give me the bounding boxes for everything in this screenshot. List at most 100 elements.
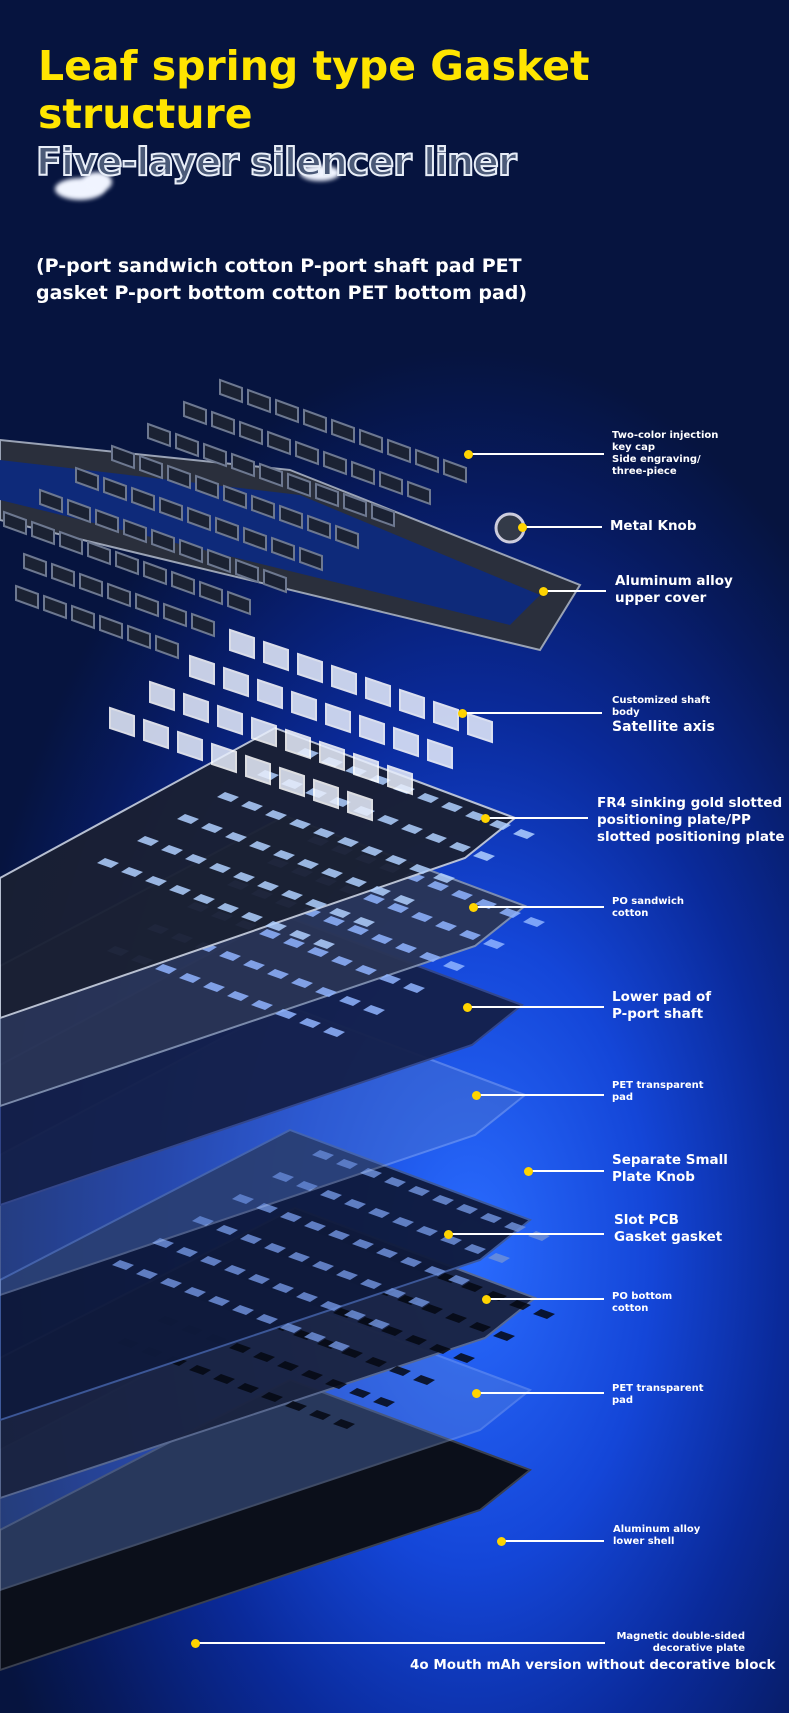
plate-cutout — [272, 1283, 294, 1293]
plate-cutout — [384, 1177, 406, 1187]
keycap — [127, 624, 151, 650]
keycap — [3, 510, 27, 536]
plate-cutout — [429, 1344, 451, 1354]
plate-cutout — [313, 939, 335, 949]
plate-cutout — [469, 1322, 491, 1332]
label-line: Lower pad of — [612, 989, 712, 1005]
keycap — [227, 590, 251, 616]
keycap — [351, 460, 375, 486]
keycap — [159, 496, 183, 522]
keycap — [299, 546, 323, 572]
keycap — [139, 454, 163, 480]
keycap — [155, 634, 179, 660]
leader-line — [467, 1006, 604, 1008]
plate-cutout — [253, 1352, 275, 1362]
keycap — [199, 580, 223, 606]
switch — [319, 740, 345, 772]
plate-cutout — [216, 1225, 238, 1235]
keycap — [407, 480, 431, 506]
plate-cutout — [336, 1159, 358, 1169]
label-line: Side engraving/ — [612, 454, 701, 465]
marker-dot — [463, 1002, 472, 1012]
plate-cutout — [333, 1419, 355, 1429]
keycap — [231, 452, 255, 478]
plate-cutout — [304, 1221, 326, 1231]
keycap — [103, 476, 127, 502]
plate-cutout — [384, 1288, 406, 1298]
plate-cutout — [345, 877, 367, 887]
plate-cutout — [277, 1361, 299, 1371]
keycap — [95, 508, 119, 534]
plate-cutout — [312, 1261, 334, 1271]
plate-cutout — [349, 1388, 371, 1398]
plate-cutout — [185, 854, 207, 864]
switch — [427, 738, 453, 770]
plate-cutout — [435, 921, 457, 931]
leader-line — [473, 906, 604, 908]
label-line: Slot PCB — [614, 1212, 679, 1228]
switch — [217, 704, 243, 736]
plate-cutout — [416, 1226, 438, 1236]
plate-cutout — [219, 951, 241, 961]
keycap — [287, 472, 311, 498]
plate-cutout — [432, 1195, 454, 1205]
plate-cutout — [433, 873, 455, 883]
component-label: Metal Knob — [610, 518, 697, 535]
marker-dot — [464, 449, 473, 459]
switch — [313, 778, 339, 810]
plate-cutout — [339, 996, 361, 1006]
plate-cutout — [296, 1292, 318, 1302]
plate-cutout — [369, 886, 391, 896]
switch — [347, 790, 373, 822]
plate-cutout — [264, 1243, 286, 1253]
switch — [189, 654, 215, 686]
keycap — [307, 514, 331, 540]
keycap — [163, 602, 187, 628]
keycap — [123, 518, 147, 544]
marker-dot — [518, 522, 527, 532]
plate-cutout — [363, 1005, 385, 1015]
keycap — [259, 462, 283, 488]
keycap — [247, 388, 271, 414]
plate-cutout — [281, 890, 303, 900]
plate-cutout — [323, 916, 345, 926]
plate-cutout — [312, 1150, 334, 1160]
label-line: Magnetic double-sided — [616, 1631, 745, 1642]
keycap — [71, 604, 95, 630]
keycap — [135, 592, 159, 618]
label-line: 4o Mouth mAh version without decorative … — [410, 1657, 776, 1673]
keycap — [239, 420, 263, 446]
plate-cutout — [313, 828, 335, 838]
switch — [353, 752, 379, 784]
plate-cutout — [309, 1410, 331, 1420]
aluminum-lower-shell — [0, 1378, 532, 1672]
switch — [263, 640, 289, 672]
plate-cutout — [121, 867, 143, 877]
marker-dot — [539, 586, 548, 596]
switch — [143, 718, 169, 750]
plate-cutout — [405, 1335, 427, 1345]
label-line: PO sandwich — [612, 896, 685, 907]
plate-cutout — [256, 1203, 278, 1213]
leader-line — [476, 1392, 604, 1394]
plate-cutout — [336, 1270, 358, 1280]
label-line: Aluminum alloy — [613, 1524, 701, 1535]
plate-cutout — [353, 917, 375, 927]
plate-cutout — [409, 864, 431, 874]
leader-line — [528, 1170, 604, 1172]
plate-cutout — [301, 1370, 323, 1380]
plate-cutout — [365, 1357, 387, 1367]
plate-cutout — [488, 1253, 510, 1263]
plate-cutout — [208, 1296, 230, 1306]
label-line: body — [612, 707, 640, 718]
keycap — [187, 506, 211, 532]
switch — [393, 726, 419, 758]
keycap — [111, 444, 135, 470]
keycap — [371, 502, 395, 528]
plate-cutout — [389, 1366, 411, 1376]
leader-line — [522, 526, 602, 528]
plate-cutout — [248, 1274, 270, 1284]
